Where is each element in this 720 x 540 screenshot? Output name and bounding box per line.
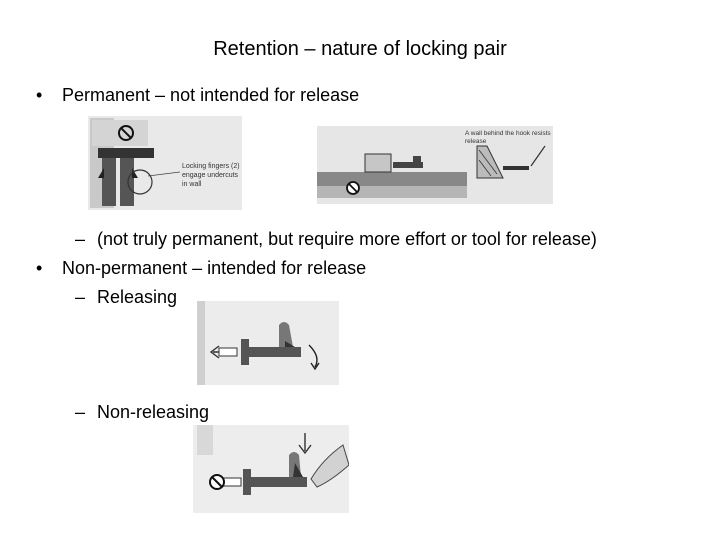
bullet-non-permanent-text: Non-permanent – intended for release: [62, 258, 367, 278]
bullet-non-permanent: • Non-permanent – intended for release: [36, 258, 366, 279]
no-entry-icon: [209, 474, 225, 490]
dash-marker: –: [75, 287, 86, 307]
no-entry-icon: [346, 181, 360, 195]
subitem-releasing: –Releasing: [75, 287, 177, 308]
subitem-non-releasing-text: Non-releasing: [97, 402, 210, 422]
figure-releasing-hook: [197, 301, 339, 385]
subitem-releasing-text: Releasing: [97, 287, 178, 307]
wall-hook-annotation: A wall behind the hook resists release: [465, 130, 552, 145]
figure-wall-hook: A wall behind the hook resists release: [317, 126, 553, 204]
slide-title: Retention – nature of locking pair: [213, 38, 507, 60]
no-entry-icon: [118, 125, 134, 141]
figure-nonreleasing-hook: [193, 425, 349, 513]
subitem-non-releasing: –Non-releasing: [75, 402, 209, 423]
nonreleasing-hook-diagram: [193, 425, 349, 513]
bullet-permanent-text: Permanent – not intended for release: [62, 85, 360, 105]
releasing-hook-diagram: [197, 301, 339, 385]
bullet-marker: •: [36, 258, 43, 278]
dash-marker: –: [75, 229, 86, 249]
locking-fingers-annotation: Locking fingers (2) engage undercuts in …: [182, 163, 242, 188]
arrow-left-icon: [209, 345, 238, 359]
bullet-permanent: • Permanent – not intended for release: [36, 85, 359, 106]
dash-marker: –: [75, 402, 86, 422]
subitem-not-truly-permanent-text: (not truly permanent, but require more e…: [97, 229, 597, 249]
locking-fingers-diagram: Locking fingers (2) engage undercuts in …: [88, 116, 242, 210]
wall-hook-diagram: A wall behind the hook resists release: [317, 126, 553, 204]
subitem-not-truly-permanent: –(not truly permanent, but require more …: [75, 229, 597, 250]
bullet-marker: •: [36, 85, 43, 105]
figure-locking-fingers: Locking fingers (2) engage undercuts in …: [88, 116, 242, 210]
